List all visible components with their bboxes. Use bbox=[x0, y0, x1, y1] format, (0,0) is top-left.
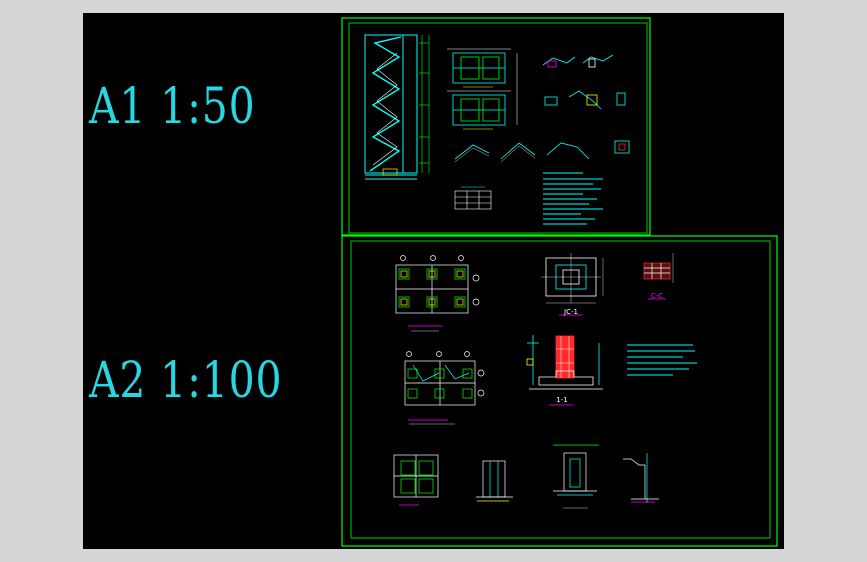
stair-elevation bbox=[364, 34, 430, 180]
sheet-a2: JC-1 C-C bbox=[341, 235, 778, 547]
stair-plans bbox=[447, 48, 518, 130]
caption-section-1-1: 1-1 bbox=[556, 396, 567, 404]
scale-label-a1: A1 1:50 bbox=[89, 77, 256, 135]
caption-cc: C-C bbox=[651, 292, 663, 300]
caption-jc1: JC-1 bbox=[563, 308, 578, 316]
foundation-plan-1 bbox=[395, 255, 480, 332]
jc1-footing-plan bbox=[541, 253, 604, 316]
cad-drawing-canvas: JC-1 C-C bbox=[341, 17, 778, 547]
cad-viewport[interactable]: JC-1 C-C bbox=[83, 13, 784, 549]
cc-detail bbox=[643, 253, 674, 300]
scale-label-a2: A2 1:100 bbox=[89, 351, 283, 409]
stair-details bbox=[454, 54, 630, 163]
foundation-plan-2 bbox=[404, 351, 485, 425]
section-1-1 bbox=[526, 335, 603, 406]
a1-notes bbox=[454, 172, 603, 225]
bottom-details bbox=[393, 444, 659, 509]
a2-notes bbox=[627, 344, 697, 376]
sheet-a1 bbox=[341, 17, 651, 236]
